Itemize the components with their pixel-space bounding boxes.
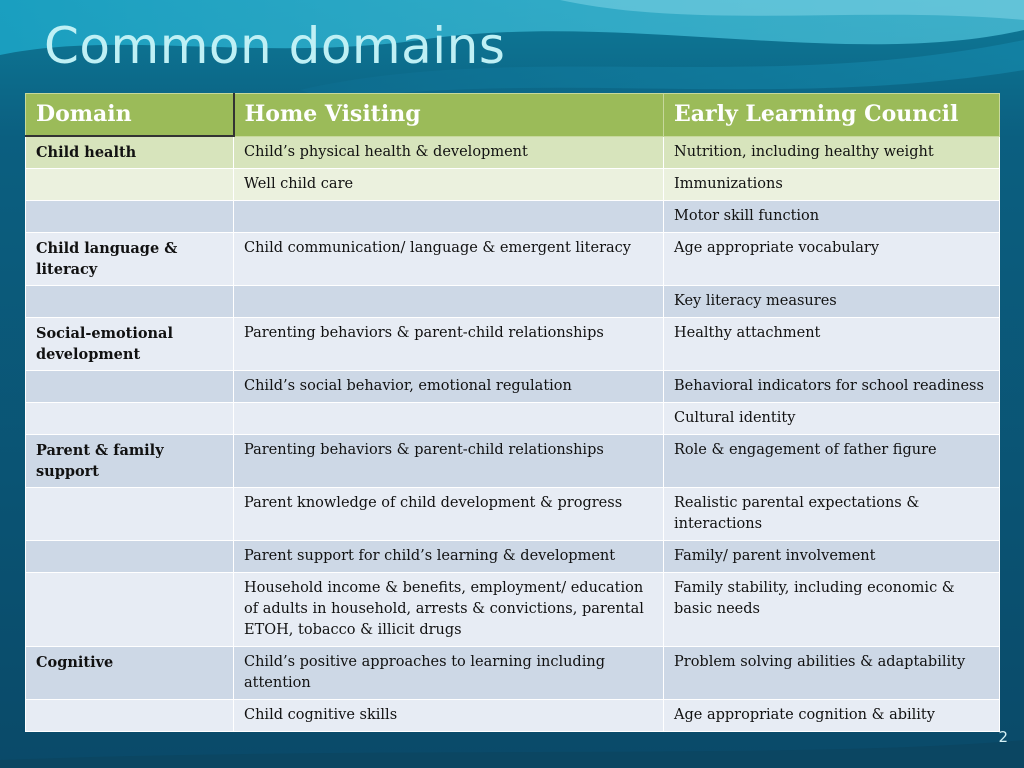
domain-cell: Child language & literacy xyxy=(25,232,234,286)
home-visiting-cell xyxy=(233,402,664,435)
home-visiting-cell: Household income & benefits, employment/… xyxy=(233,572,664,647)
table-row: Parent & family support Parenting behavi… xyxy=(25,434,1000,488)
table-row: Motor skill function xyxy=(25,200,1000,233)
domain-cell: Parent & family support xyxy=(25,434,234,488)
early-learning-cell: Behavioral indicators for school readine… xyxy=(663,370,1000,403)
page-number: 2 xyxy=(998,728,1008,746)
table-row: Key literacy measures xyxy=(25,285,1000,318)
domains-table: Domain Home Visiting Early Learning Coun… xyxy=(25,93,1000,732)
early-learning-cell: Family stability, including economic & b… xyxy=(663,572,1000,647)
table-row: Social-emotional development Parenting b… xyxy=(25,317,1000,371)
domain-cell xyxy=(25,285,234,318)
home-visiting-cell: Child’s positive approaches to learning … xyxy=(233,646,664,700)
home-visiting-cell: Child cognitive skills xyxy=(233,699,664,732)
early-learning-cell: Healthy attachment xyxy=(663,317,1000,371)
early-learning-cell: Key literacy measures xyxy=(663,285,1000,318)
home-visiting-cell: Child communication/ language & emergent… xyxy=(233,232,664,286)
home-visiting-cell: Child’s social behavior, emotional regul… xyxy=(233,370,664,403)
table-row: Parent knowledge of child development & … xyxy=(25,487,1000,541)
table-row: Well child care Immunizations xyxy=(25,168,1000,201)
table-row: Child language & literacy Child communic… xyxy=(25,232,1000,286)
table-row: Cognitive Child’s positive approaches to… xyxy=(25,646,1000,700)
early-learning-cell: Age appropriate cognition & ability xyxy=(663,699,1000,732)
domain-cell: Social-emotional development xyxy=(25,317,234,371)
domain-cell xyxy=(25,370,234,403)
header-early-learning-council: Early Learning Council xyxy=(663,93,1000,137)
early-learning-cell: Age appropriate vocabulary xyxy=(663,232,1000,286)
table-row: Child’s social behavior, emotional regul… xyxy=(25,370,1000,403)
domain-cell xyxy=(25,540,234,573)
domain-cell xyxy=(25,572,234,647)
early-learning-cell: Nutrition, including healthy weight xyxy=(663,135,1000,169)
table-row: Cultural identity xyxy=(25,402,1000,435)
early-learning-cell: Motor skill function xyxy=(663,200,1000,233)
domain-cell xyxy=(25,402,234,435)
early-learning-cell: Problem solving abilities & adaptability xyxy=(663,646,1000,700)
early-learning-cell: Realistic parental expectations & intera… xyxy=(663,487,1000,541)
home-visiting-cell: Child’s physical health & development xyxy=(233,135,664,169)
early-learning-cell: Role & engagement of father figure xyxy=(663,434,1000,488)
home-visiting-cell: Parent support for child’s learning & de… xyxy=(233,540,664,573)
home-visiting-cell: Parenting behaviors & parent-child relat… xyxy=(233,317,664,371)
domain-cell: Child health xyxy=(25,135,234,169)
domain-cell xyxy=(25,699,234,732)
home-visiting-cell xyxy=(233,200,664,233)
header-domain: Domain xyxy=(25,93,235,137)
home-visiting-cell: Parenting behaviors & parent-child relat… xyxy=(233,434,664,488)
early-learning-cell: Immunizations xyxy=(663,168,1000,201)
home-visiting-cell: Parent knowledge of child development & … xyxy=(233,487,664,541)
table-row: Child cognitive skills Age appropriate c… xyxy=(25,699,1000,732)
header-row: Domain Home Visiting Early Learning Coun… xyxy=(25,93,1000,137)
table-row: Child health Child’s physical health & d… xyxy=(25,135,1000,169)
early-learning-cell: Cultural identity xyxy=(663,402,1000,435)
domain-cell xyxy=(25,168,234,201)
slide-title: Common domains xyxy=(44,17,506,75)
header-home-visiting: Home Visiting xyxy=(233,93,664,137)
table-row: Household income & benefits, employment/… xyxy=(25,572,1000,647)
domain-cell xyxy=(25,487,234,541)
home-visiting-cell xyxy=(233,285,664,318)
home-visiting-cell: Well child care xyxy=(233,168,664,201)
domain-cell: Cognitive xyxy=(25,646,234,700)
domain-cell xyxy=(25,200,234,233)
early-learning-cell: Family/ parent involvement xyxy=(663,540,1000,573)
table-row: Parent support for child’s learning & de… xyxy=(25,540,1000,573)
